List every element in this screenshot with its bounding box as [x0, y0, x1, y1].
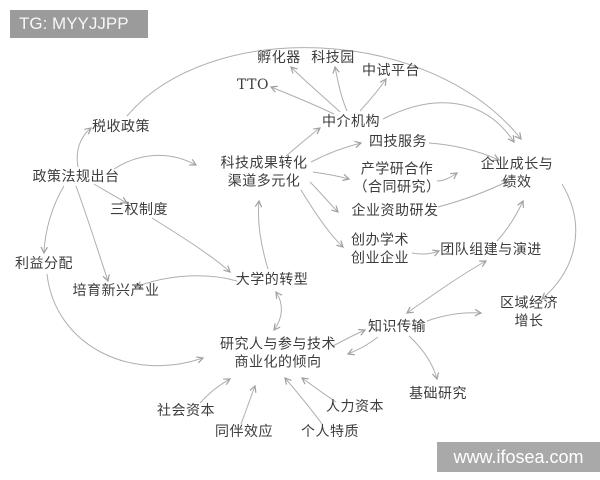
node-team-formation: 团队组建与演进 — [440, 241, 542, 258]
node-human-capital: 人力资本 — [326, 398, 384, 415]
edge-channels-to-funded-rd — [309, 181, 338, 212]
edge-intermediary-to-growth-inner-arc — [382, 102, 514, 142]
node-benefit-distribution: 利益分配 — [15, 255, 73, 272]
node-policy-regulations: 政策法规出台 — [32, 168, 120, 185]
edge-traits-to-inclination — [285, 378, 323, 425]
edge-university-to-emerging — [136, 275, 238, 287]
edge-knowledge-to-basic — [408, 335, 437, 379]
edge-knowledge-to-inclination — [348, 336, 379, 354]
node-four-tech-services: 四技服务 — [369, 133, 427, 150]
edge-startups-to-team — [411, 251, 439, 254]
edge-iur-to-growth — [436, 173, 457, 182]
node-knowledge-transfer: 知识传输 — [368, 318, 426, 335]
edge-channels-to-iur — [312, 171, 349, 179]
node-basic-research: 基础研究 — [409, 385, 467, 402]
edge-human-to-inclination — [302, 378, 337, 403]
node-science-park: 科技园 — [311, 49, 355, 66]
node-university-transformation: 大学的转型 — [235, 271, 309, 288]
node-pilot-platform: 中试平台 — [362, 62, 420, 79]
node-tax-policy: 税收政策 — [92, 118, 150, 135]
edge-university-to-channels — [258, 201, 269, 270]
tg-badge: TG: MYYJJPP — [10, 10, 148, 38]
edge-channels-to-four-tech — [310, 143, 361, 163]
edge-four-tech-to-growth — [428, 142, 499, 160]
watermark: www.ifosea.com — [437, 442, 600, 472]
edge-knowledge-team-bidirectional — [407, 261, 486, 313]
edge-three-rights-to-university — [151, 217, 230, 272]
node-iur-cooperation: 产学研合作 （合同研究） — [353, 161, 441, 196]
edge-tax-to-growth-outer-arc — [126, 47, 521, 139]
node-commercialization-inclination: 研究人与参与技术 商业化的倾向 — [220, 336, 336, 371]
edge-intermediary-to-incubator — [291, 67, 341, 113]
edge-policy-to-channels — [113, 154, 196, 170]
node-personal-traits: 个人特质 — [301, 423, 359, 440]
node-social-capital: 社会资本 — [157, 402, 215, 419]
node-intermediary-agencies: 中介机构 — [322, 113, 380, 130]
node-enterprise-growth: 企业成长与绩效 — [480, 156, 554, 191]
edge-inclination-to-knowledge — [332, 330, 365, 347]
node-tto: TTO — [237, 76, 269, 93]
node-peer-effect: 同伴效应 — [215, 423, 273, 440]
node-three-rights-system: 三权制度 — [110, 201, 168, 218]
edge-intermediary-to-pilot — [359, 79, 386, 112]
edge-peer-to-inclination — [240, 386, 255, 425]
node-emerging-industries: 培育新兴产业 — [72, 282, 160, 299]
edge-policy-to-tax — [76, 128, 91, 168]
edge-intermediary-to-tto — [271, 87, 335, 115]
edge-channels-to-startups — [300, 189, 343, 247]
node-incubator: 孵化器 — [257, 49, 301, 66]
edge-team-to-growth — [496, 201, 523, 242]
edge-university-inclination-bidirectional — [274, 292, 281, 330]
edge-policy-to-three-rights — [93, 183, 127, 203]
node-enterprise-funded-rd: 企业资助研发 — [351, 202, 439, 219]
edge-intermediary-to-science-park — [335, 67, 348, 112]
edge-benefit-to-inclination — [46, 273, 203, 367]
node-regional-economic-growth: 区域经济增长 — [500, 295, 558, 330]
edge-channels-to-intermediary — [285, 128, 320, 157]
edge-policy-to-emerging — [75, 185, 108, 281]
edge-knowledge-to-regional — [426, 313, 481, 322]
edge-policy-to-benefit — [44, 185, 65, 253]
node-academic-startups: 创办学术 创业企业 — [351, 232, 409, 267]
node-transformation-channels: 科技成果转化 渠道多元化 — [220, 155, 308, 190]
edge-social-to-inclination — [199, 379, 230, 404]
edge-growth-to-regional — [542, 183, 577, 299]
edge-funded-rd-to-growth — [437, 181, 508, 208]
